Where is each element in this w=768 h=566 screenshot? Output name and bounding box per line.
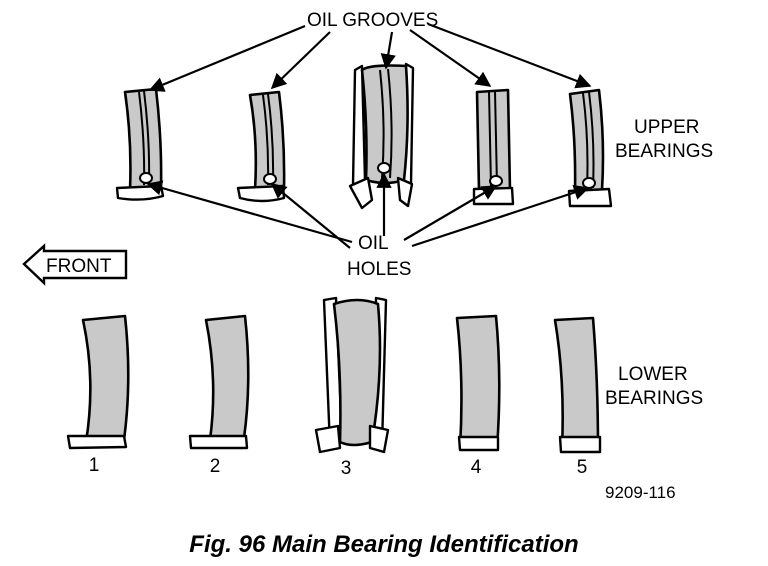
front-arrow: FRONT — [22, 243, 128, 286]
lower-bearing-2 — [188, 314, 250, 450]
bearing-number-5: 5 — [577, 457, 588, 478]
lower-bearing-5 — [553, 316, 602, 454]
lower-bearing-4 — [455, 314, 501, 452]
bearing-number-1: 1 — [89, 455, 100, 476]
front-label: FRONT — [46, 256, 112, 277]
oil-hole-5 — [582, 177, 596, 189]
lower-bearings-label-line2: BEARINGS — [605, 388, 703, 409]
upper-bearing-3-thrust — [348, 62, 415, 210]
upper-bearing-5 — [567, 88, 613, 208]
upper-bearings-label-line2: BEARINGS — [615, 141, 713, 162]
lower-bearings-label-line1: LOWER — [618, 364, 688, 385]
figure-code: 9209-116 — [605, 483, 676, 502]
bearing-number-2: 2 — [210, 456, 221, 477]
bearing-number-4: 4 — [471, 457, 482, 478]
figure-caption: Fig. 96 Main Bearing Identification — [189, 531, 578, 558]
bearing-number-3: 3 — [341, 458, 352, 479]
oil-hole-1 — [139, 172, 153, 184]
oil-hole-2 — [263, 173, 277, 185]
upper-bearings-label-line1: UPPER — [634, 117, 699, 138]
oil-hole-3 — [377, 162, 391, 174]
oil-label: OIL — [358, 233, 389, 254]
oil-holes-leaders — [146, 172, 590, 249]
lower-bearing-3-thrust — [314, 296, 390, 454]
oil-hole-4 — [489, 175, 503, 187]
holes-label: HOLES — [347, 259, 411, 280]
oil-grooves-label: OIL GROOVES — [307, 10, 438, 31]
oil-grooves-leaders — [148, 22, 592, 92]
lower-bearing-1 — [66, 314, 130, 450]
upper-bearing-2 — [236, 90, 286, 203]
upper-bearing-1 — [115, 87, 165, 201]
